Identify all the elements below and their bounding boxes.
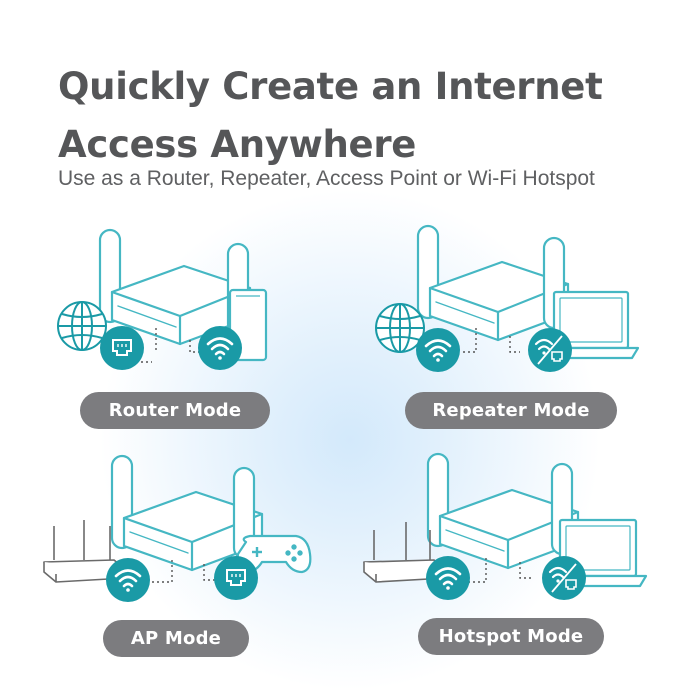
wifi-icon <box>198 326 242 370</box>
title-line-1: Quickly Create an Internet <box>58 65 603 108</box>
ethernet-icon <box>100 326 144 370</box>
globe-icon <box>375 303 425 353</box>
router-mode-label: Router Mode <box>80 392 270 429</box>
router-icon <box>43 520 127 583</box>
ap-mode-label: AP Mode <box>103 620 249 657</box>
hotspot-mode-diagram <box>360 448 650 608</box>
router-mode-diagram <box>52 222 282 382</box>
wifi-icon <box>106 558 150 602</box>
wifi-icon <box>426 556 470 600</box>
repeater-mode-diagram <box>372 222 642 382</box>
page-subtitle: Use as a Router, Repeater, Access Point … <box>58 167 595 190</box>
title-line-2: Access Anywhere <box>58 123 417 166</box>
globe-icon <box>57 301 107 351</box>
gamepad-icon <box>236 534 312 574</box>
travel-router <box>110 264 252 346</box>
hotspot-mode-label: Hotspot Mode <box>418 618 604 655</box>
page-title: Quickly Create an Internet Access Anywhe… <box>58 58 603 174</box>
ap-mode-diagram <box>40 448 320 608</box>
repeater-mode-label: Repeater Mode <box>405 392 617 429</box>
wifi-ethernet-icon <box>542 556 586 600</box>
wifi-icon <box>416 328 460 372</box>
ethernet-icon <box>214 556 258 600</box>
wifi-ethernet-icon <box>528 328 572 372</box>
